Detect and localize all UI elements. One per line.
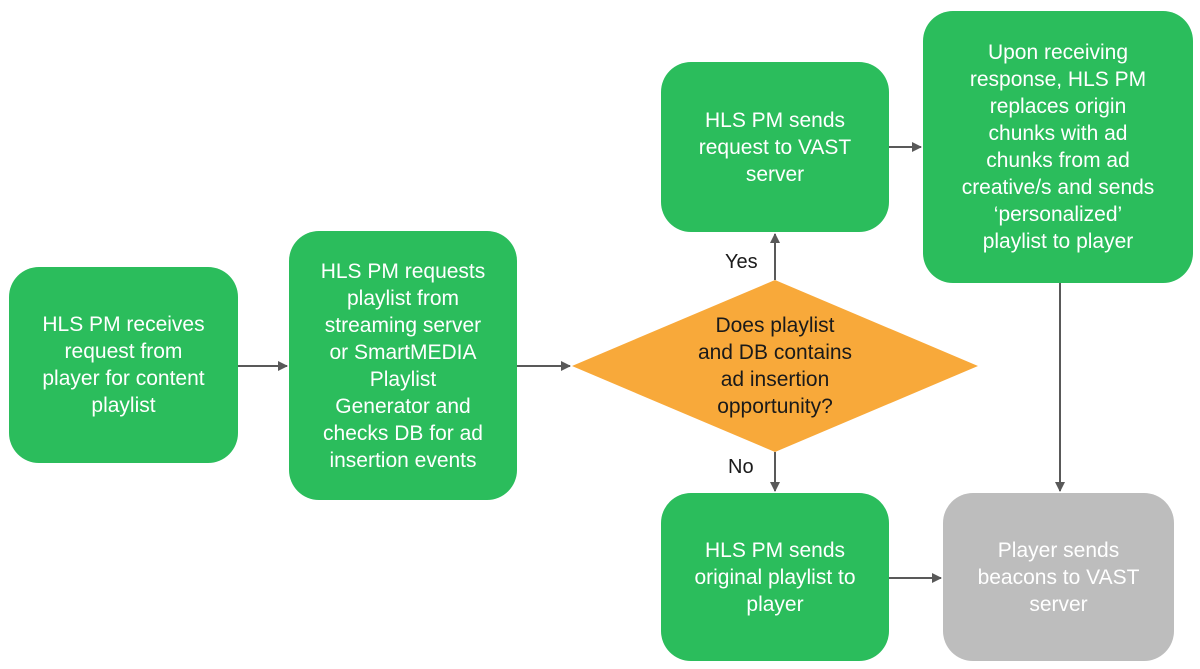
decision-diamond: [572, 280, 978, 452]
node-send-original-playlist: HLS PM sends original playlist to player: [661, 493, 889, 661]
edge-label-no: No: [728, 456, 754, 478]
edge-label-yes: Yes: [725, 251, 758, 273]
node-replace-chunks: Upon receiving response, HLS PM replaces…: [923, 11, 1193, 283]
node-send-vast-request: HLS PM sends request to VAST server: [661, 62, 889, 232]
node-player-beacons: Player sends beacons to VAST server: [943, 493, 1174, 661]
decision-text: Does playlist and DB contains ad inserti…: [697, 314, 853, 418]
node-receive-request: HLS PM receives request from player for …: [9, 267, 238, 463]
node-request-playlist: HLS PM requests playlist from streaming …: [289, 231, 517, 500]
